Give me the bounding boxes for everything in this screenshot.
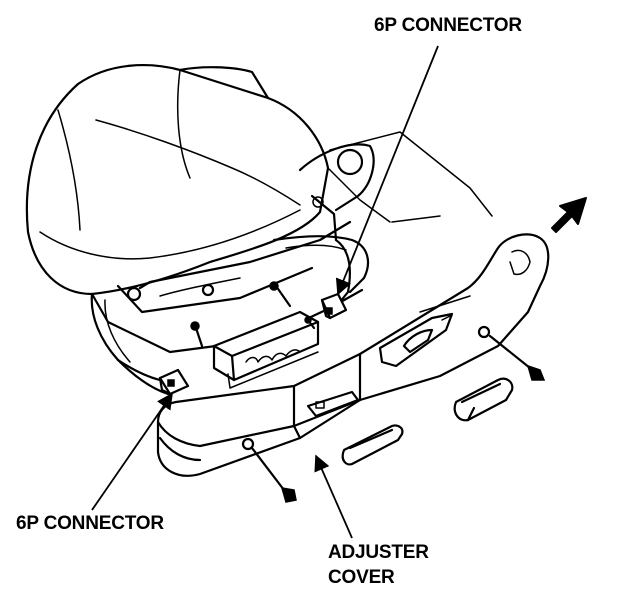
label-left-6p-connector: 6P CONNECTOR	[16, 513, 164, 534]
adjuster-cover	[156, 233, 550, 477]
seat-cushion	[25, 64, 330, 296]
leader-adjuster-cover	[314, 454, 353, 539]
direction-arrow-icon	[551, 197, 587, 233]
adjuster-knob	[453, 377, 514, 422]
screw	[190, 321, 204, 348]
leader-left-connector	[91, 392, 173, 511]
connector-top-6p	[320, 238, 351, 320]
screw	[488, 334, 546, 381]
power-seat-control-unit	[190, 281, 320, 389]
label-adjuster-cover-line1: ADJUSTER	[328, 542, 429, 563]
screw	[304, 316, 316, 330]
screw	[269, 281, 292, 308]
label-adjuster-cover-line2: COVER	[328, 567, 395, 588]
adjuster-knob	[341, 424, 404, 466]
leader-top-connector	[335, 45, 439, 296]
screw	[250, 446, 297, 503]
label-top-6p-connector: 6P CONNECTOR	[374, 15, 522, 36]
connector-left-6p	[116, 358, 190, 396]
label-adjuster-cover: ADJUSTER COVER	[328, 540, 429, 590]
